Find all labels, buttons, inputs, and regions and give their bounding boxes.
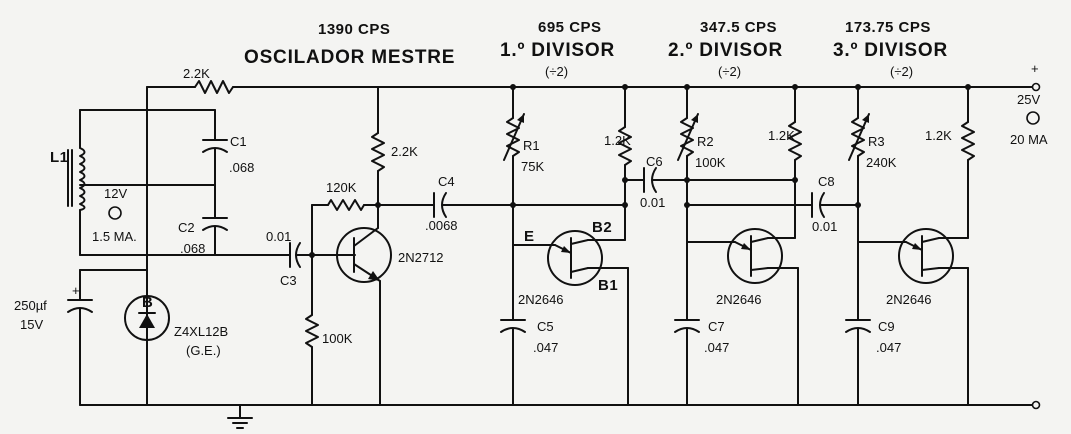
- junction-dot: [510, 84, 516, 90]
- c5-value: .047: [533, 340, 558, 355]
- osc-title: OSCILADOR MESTRE: [244, 47, 455, 68]
- zener-part: Z4XL12B: [174, 324, 228, 339]
- div2-ratio: (÷2): [718, 64, 741, 79]
- junction-dot: [684, 202, 690, 208]
- node-voltage: 12V: [104, 186, 127, 201]
- q1-part: 2N2712: [398, 250, 444, 265]
- c4-value: .0068: [425, 218, 458, 233]
- inductor-l1: [67, 147, 86, 211]
- c7-name: C7: [708, 319, 725, 334]
- div2-title: 2.º DIVISOR: [668, 40, 783, 61]
- osc-frequency: 1390 CPS: [318, 21, 390, 38]
- r3-name: R3: [868, 134, 885, 149]
- q2-part: 2N2646: [518, 292, 564, 307]
- junction-dot: [510, 202, 516, 208]
- divider-3-stage: [845, 86, 975, 406]
- junction-dot: [792, 177, 798, 183]
- div3-ratio: (÷2): [890, 64, 913, 79]
- div1-ratio: (÷2): [545, 64, 568, 79]
- r-100k-label: 100K: [322, 331, 353, 346]
- div3-title: 3.º DIVISOR: [833, 40, 948, 61]
- supply-meter-icon: [1026, 111, 1040, 125]
- q4-part: 2N2646: [886, 292, 932, 307]
- junction-dot: [375, 202, 381, 208]
- r1k2-c-label: 1.2K: [925, 128, 952, 143]
- q2-b1: B1: [598, 277, 618, 294]
- r2-name: R2: [697, 134, 714, 149]
- q2-b2: B2: [592, 219, 612, 236]
- c6-value: 0.01: [640, 195, 665, 210]
- r1-name: R1: [523, 138, 540, 153]
- zener-diode: [124, 295, 170, 341]
- q2-emitter: E: [524, 228, 535, 245]
- c7-value: .047: [704, 340, 729, 355]
- supply-plus: +: [1031, 61, 1039, 76]
- div1-title: 1.º DIVISOR: [500, 40, 615, 61]
- junction-dot: [309, 252, 315, 258]
- c8-name: C8: [818, 174, 835, 189]
- r1-value: 75K: [521, 159, 544, 174]
- ground-rail: [79, 400, 1041, 429]
- node-current: 1.5 MA.: [92, 229, 137, 244]
- positive-rail: [146, 80, 1041, 406]
- junction-dot: [622, 177, 628, 183]
- r-top-label: 2.2K: [183, 66, 210, 81]
- q3-part: 2N2646: [716, 292, 762, 307]
- l1-label: L1: [50, 149, 69, 166]
- supply-current: 20 MA: [1010, 132, 1048, 147]
- c1-name: C1: [230, 134, 247, 149]
- junction-dot: [855, 84, 861, 90]
- c1-value: .068: [229, 160, 254, 175]
- r1k2-b-label: 1.2K: [768, 128, 795, 143]
- cap-main-voltage: 15V: [20, 317, 43, 332]
- divider-1-stage: [500, 86, 688, 406]
- divider-2-stage: [674, 86, 859, 406]
- junction-dot: [792, 84, 798, 90]
- c2-value: .068: [180, 241, 205, 256]
- c8-value: 0.01: [812, 219, 837, 234]
- cap-main-value: 250µf: [14, 298, 47, 313]
- node-meter-icon: [108, 206, 122, 220]
- div1-frequency: 695 CPS: [538, 19, 602, 36]
- div3-frequency: 173.75 CPS: [845, 19, 931, 36]
- r-2k2-coll-label: 2.2K: [391, 144, 418, 159]
- junction-dot: [622, 84, 628, 90]
- junction-dot: [622, 202, 628, 208]
- oscillator-stage: [289, 86, 626, 406]
- c5-name: C5: [537, 319, 554, 334]
- c4-name: C4: [438, 174, 455, 189]
- electrolytic-capacitor: [67, 269, 148, 406]
- junction-dot: [965, 84, 971, 90]
- c6-name: C6: [646, 154, 663, 169]
- div2-frequency: 347.5 CPS: [700, 19, 777, 36]
- r3-value: 240K: [866, 155, 897, 170]
- c3-value: 0.01: [266, 229, 291, 244]
- tank-network: [79, 109, 291, 256]
- supply-voltage: 25V: [1017, 92, 1040, 107]
- r1k2-a-label: 1.2K: [604, 133, 631, 148]
- r-120k-label: 120K: [326, 180, 357, 195]
- zener-letter: B: [142, 294, 153, 311]
- zener-maker: (G.E.): [186, 343, 221, 358]
- c9-value: .047: [876, 340, 901, 355]
- c3-name: C3: [280, 273, 297, 288]
- c9-name: C9: [878, 319, 895, 334]
- c2-name: C2: [178, 220, 195, 235]
- junction-dot: [855, 202, 861, 208]
- junction-dot: [684, 84, 690, 90]
- junction-dot: [684, 177, 690, 183]
- cap-plus: +: [72, 283, 80, 298]
- r2-value: 100K: [695, 155, 726, 170]
